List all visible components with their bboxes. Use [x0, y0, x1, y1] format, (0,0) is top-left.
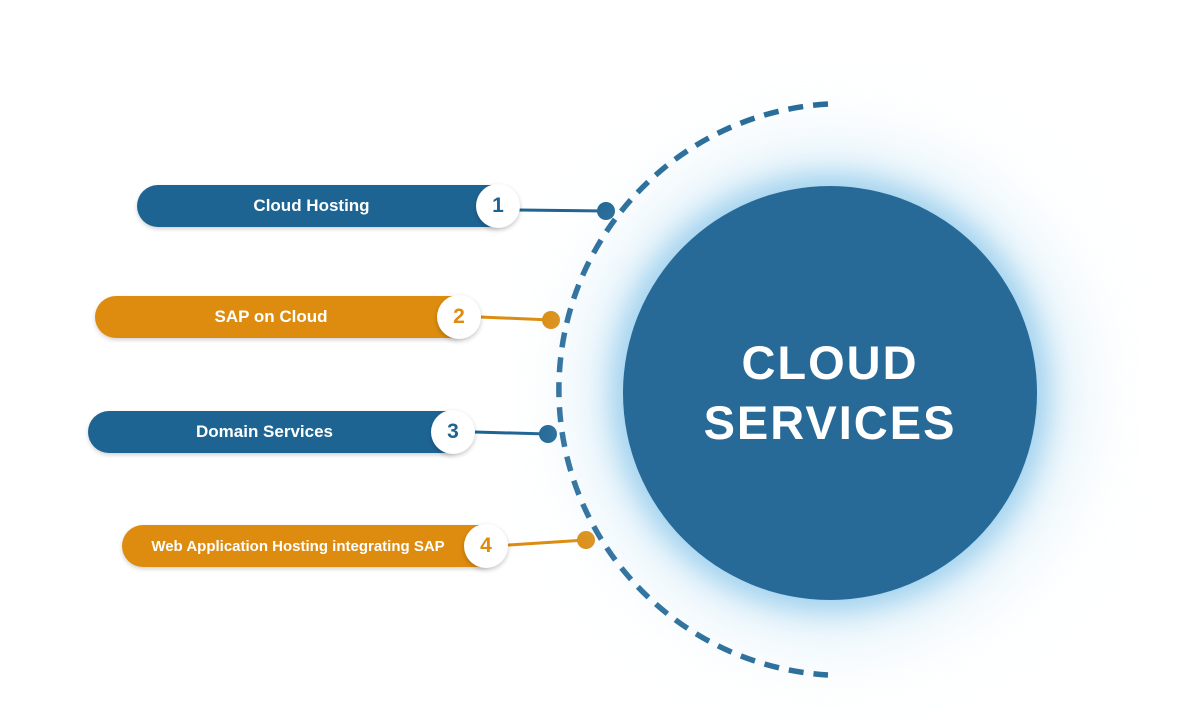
dashed-arc	[556, 101, 829, 678]
connector-dot-4	[577, 531, 595, 549]
connector-line-3	[472, 430, 550, 436]
item-label: SAP on Cloud	[214, 307, 328, 326]
connector-line-1	[517, 208, 608, 213]
circle-title-line1: CLOUD	[741, 336, 919, 389]
connector-dot-3	[539, 425, 557, 443]
circle-title-line2: SERVICES	[703, 396, 957, 449]
item-number: 4	[480, 534, 492, 557]
item-number-badge: 1	[476, 184, 520, 228]
item-label: Web Application Hosting integrating SAP	[151, 537, 445, 555]
item-number-badge: 2	[437, 295, 481, 339]
connector-line-4	[507, 538, 588, 547]
circle-title: CLOUD SERVICES	[704, 333, 957, 453]
item-label: Domain Services	[195, 422, 333, 441]
item-pill-domain-services: Domain Services 3	[88, 410, 475, 454]
item-pill-cloud-hosting: Cloud Hosting 1	[137, 184, 520, 228]
item-label: Cloud Hosting	[253, 196, 370, 215]
item-number: 2	[453, 305, 465, 328]
connector-line-2	[478, 315, 553, 322]
item-number-badge: 4	[464, 524, 508, 568]
cloud-services-circle: CLOUD SERVICES	[623, 186, 1037, 600]
connector-dot-2	[542, 311, 560, 329]
item-pill-web-application-hosting: Web Application Hosting integrating SAP …	[122, 524, 508, 568]
item-number-badge: 3	[431, 410, 475, 454]
item-number: 1	[492, 194, 504, 217]
connector-dot-1	[597, 202, 615, 220]
item-pill-sap-on-cloud: SAP on Cloud 2	[95, 295, 481, 339]
item-number: 3	[447, 420, 459, 443]
